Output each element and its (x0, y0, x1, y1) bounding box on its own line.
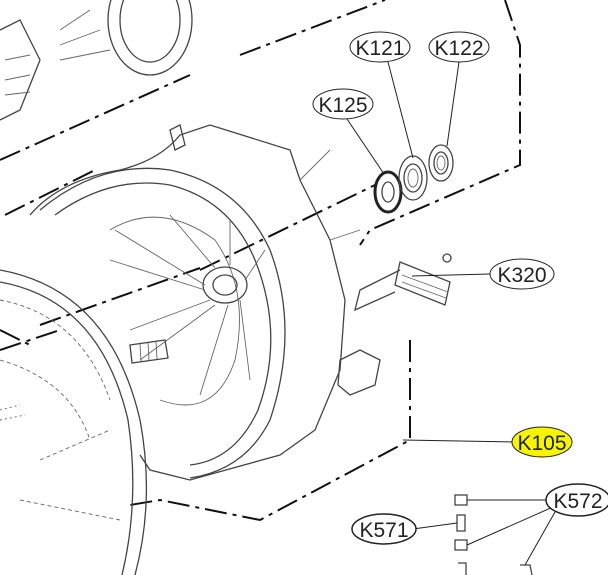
heater-k320 (337, 253, 452, 396)
drum-rear (0, 0, 193, 121)
callout-k122[interactable]: K122 (428, 31, 490, 63)
drum-shaft (129, 339, 169, 364)
callout-k125[interactable]: K125 (312, 88, 374, 120)
callout-k105[interactable]: K105 (511, 426, 573, 458)
tub-rear (29, 124, 361, 481)
seal-k125 (373, 170, 403, 214)
bearing-k121 (398, 155, 428, 201)
assembly-boundary-upper (0, 0, 521, 246)
label-k105: K105 (517, 432, 566, 455)
label-k320: K320 (497, 264, 546, 287)
drum-front (0, 269, 148, 575)
assembly-boundary-lower (0, 169, 411, 522)
bearing-k122 (428, 144, 454, 182)
callout-k320[interactable]: K320 (489, 258, 555, 290)
label-k125: K125 (318, 94, 367, 117)
shaft-axis-line (0, 184, 376, 351)
callout-k571[interactable]: K571 (351, 513, 417, 545)
label-k572: K572 (553, 490, 602, 513)
callout-k121[interactable]: K121 (349, 31, 411, 63)
label-k122: K122 (434, 37, 483, 60)
leader-lines (346, 61, 556, 566)
label-k121: K121 (355, 37, 404, 60)
fittings-k571-k572 (454, 494, 533, 575)
callout-k572[interactable]: K572 (545, 483, 608, 517)
label-k571: K571 (359, 519, 408, 542)
